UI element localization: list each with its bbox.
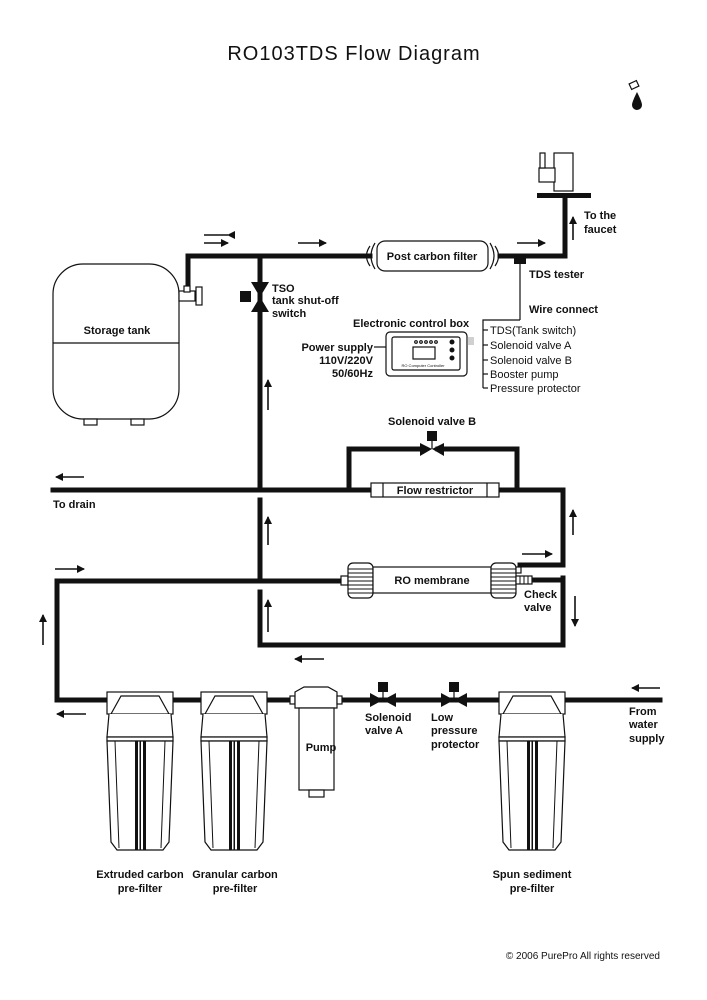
extruded-carbon-prefilter — [106, 691, 174, 851]
diagram-title: RO103TDS Flow Diagram — [227, 43, 480, 65]
water-drop-icon — [632, 92, 642, 110]
filter-housing-part — [110, 695, 170, 715]
tds-tester — [514, 258, 526, 264]
control-box-panel-text: RO Computer Controller — [401, 363, 445, 368]
tso-label-3: switch — [272, 308, 307, 320]
ro-membrane — [340, 562, 522, 599]
copyright: © 2006 PurePro All rights reserved — [506, 951, 660, 962]
solenoid-valve-a-label-1: Solenoid — [365, 712, 411, 724]
low-pressure-label-3: protector — [431, 739, 480, 751]
filter-housing-part — [114, 740, 120, 849]
filter-housing-part — [498, 713, 566, 738]
filter-housing-part — [237, 741, 240, 850]
bypass-pipe — [346, 446, 421, 493]
connection-pressure-protector: Pressure protector — [490, 383, 581, 395]
filter-housing-part — [502, 695, 562, 715]
power-supply-label: Power supply — [301, 342, 373, 354]
filter-housing-part — [527, 741, 530, 850]
connection-solenoid-a: Solenoid valve A — [490, 340, 572, 352]
water-supply-label-1: From — [629, 706, 657, 718]
tso-label-1: TSO — [272, 283, 295, 295]
filter-housing-part — [143, 741, 146, 850]
prefilter-3-label-2: pre-filter — [510, 883, 555, 895]
filter-housing-part — [506, 740, 512, 849]
tso-valve-icon — [240, 282, 269, 312]
check-valve — [515, 575, 533, 585]
filter-housing-part — [531, 741, 533, 850]
low-pressure-label-1: Low — [431, 712, 453, 724]
control-box-wiring — [483, 329, 488, 389]
prefilter-2-label-1: Granular carbon — [192, 869, 278, 881]
electronic-control-box: RO Computer Controller — [385, 331, 474, 377]
power-voltage-label: 110V/220V — [319, 355, 373, 367]
solenoid-valve-a-icon — [370, 682, 396, 707]
filter-housing-part — [208, 740, 214, 849]
faucet — [537, 57, 642, 198]
low-pressure-label-2: pressure — [431, 725, 477, 737]
feed-pipe — [54, 578, 348, 703]
faucet-pipe — [497, 195, 568, 259]
storage-tank-label: Storage tank — [84, 325, 152, 337]
prefilter-2-label-2: pre-filter — [213, 883, 258, 895]
check-valve-pipe — [527, 577, 566, 648]
filter-housing-part — [552, 740, 558, 849]
check-valve-label-1: Check — [524, 589, 558, 601]
flow-restrictor — [370, 482, 500, 498]
ro-membrane-label: RO membrane — [394, 575, 469, 587]
concentrate-pipe — [496, 487, 566, 568]
faucet-label-1: To the — [584, 210, 616, 222]
post-carbon-filter-label: Post carbon filter — [387, 251, 478, 263]
tank-pipe — [185, 253, 373, 291]
prefilter-1-label-1: Extruded carbon — [96, 869, 184, 881]
wire-connect-label: Wire connect — [529, 304, 598, 316]
filter-housing-part — [204, 695, 264, 715]
filter-housing-part — [200, 713, 268, 738]
filter-housing-part — [160, 740, 166, 849]
connection-booster-pump: Booster pump — [490, 369, 558, 381]
filter-housing-part — [229, 741, 232, 850]
booster-pump — [289, 686, 343, 798]
storage-tank — [52, 263, 203, 426]
filter-housing-part — [254, 740, 260, 849]
tds-tester-label: TDS tester — [529, 269, 585, 281]
drain-label: To drain — [53, 499, 96, 511]
prefilter-3-label-1: Spun sediment — [493, 869, 572, 881]
water-supply-label-3: supply — [629, 733, 665, 745]
pump-label: Pump — [306, 742, 337, 754]
tso-label-2: tank shut-off — [272, 295, 339, 307]
check-valve-label-2: valve — [524, 602, 552, 614]
solenoid-valve-b-icon — [420, 431, 444, 456]
granular-carbon-prefilter — [200, 691, 268, 851]
spun-sediment-prefilter — [498, 691, 566, 851]
filter-housing-part — [535, 741, 538, 850]
connection-solenoid-b: Solenoid valve B — [490, 355, 572, 367]
power-frequency-label: 50/60Hz — [332, 368, 373, 380]
water-supply-label-2: water — [628, 719, 658, 731]
solenoid-valve-a-label-2: valve A — [365, 725, 403, 737]
solenoid-valve-b-label: Solenoid valve B — [388, 416, 476, 428]
flow-restrictor-label: Flow restrictor — [397, 485, 474, 497]
low-pressure-protector-icon — [441, 682, 467, 707]
control-box-label: Electronic control box — [353, 318, 470, 330]
filter-housing-part — [135, 741, 138, 850]
faucet-label-2: faucet — [584, 224, 617, 236]
filter-housing-part — [139, 741, 141, 850]
prefilter-1-label-2: pre-filter — [118, 883, 163, 895]
connection-tds: TDS(Tank switch) — [490, 325, 576, 337]
filter-housing-part — [233, 741, 235, 850]
filter-housing-part — [106, 713, 174, 738]
post-carbon-filter — [365, 240, 500, 272]
